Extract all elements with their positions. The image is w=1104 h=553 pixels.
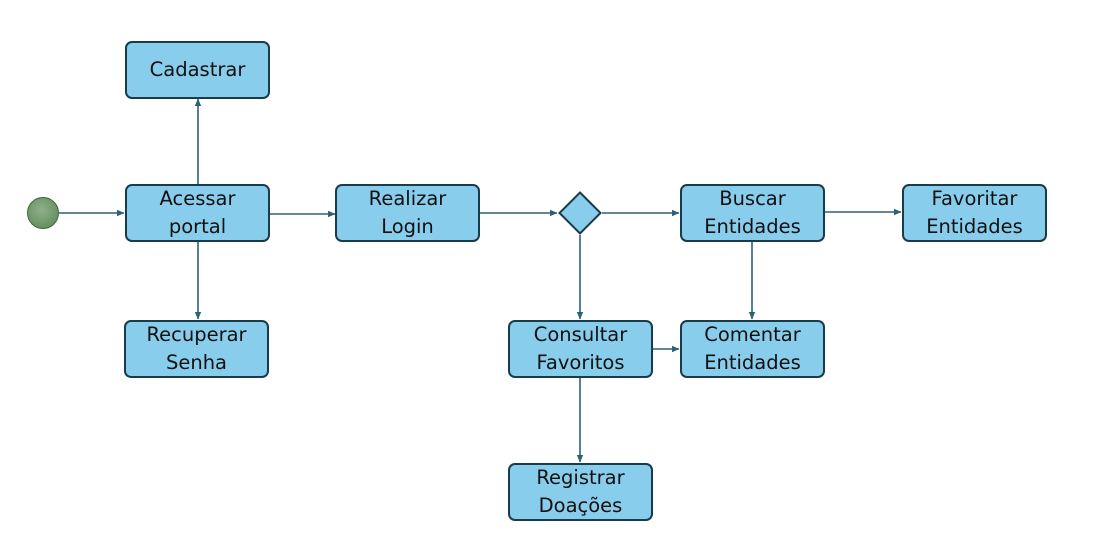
consultar-favoritos-label: Consultar Favoritos bbox=[533, 323, 628, 374]
acessar-portal-node: Acessar portal bbox=[125, 184, 270, 242]
buscar-entidades-node: Buscar Entidades bbox=[680, 184, 825, 242]
buscar-entidades-label: Buscar Entidades bbox=[704, 187, 801, 238]
initial-node bbox=[27, 197, 59, 229]
comentar-entidades-label: Comentar Entidades bbox=[704, 323, 801, 374]
cadastrar-node: Cadastrar bbox=[125, 41, 270, 99]
favoritar-entidades-node: Favoritar Entidades bbox=[902, 184, 1047, 242]
recuperar-senha-label: Recuperar Senha bbox=[146, 323, 247, 374]
cadastrar-label: Cadastrar bbox=[149, 58, 246, 81]
recuperar-senha-node: Recuperar Senha bbox=[124, 320, 269, 378]
consultar-favoritos-node: Consultar Favoritos bbox=[508, 320, 653, 378]
registrar-doacoes-label: Registrar Doações bbox=[536, 466, 625, 517]
comentar-entidades-node: Comentar Entidades bbox=[680, 320, 825, 378]
favoritar-entidades-label: Favoritar Entidades bbox=[926, 187, 1023, 238]
realizar-login-node: Realizar Login bbox=[335, 184, 480, 242]
acessar-portal-label: Acessar portal bbox=[159, 187, 236, 238]
decision-node bbox=[558, 191, 602, 235]
realizar-login-label: Realizar Login bbox=[368, 187, 447, 238]
registrar-doacoes-node: Registrar Doações bbox=[508, 463, 653, 521]
